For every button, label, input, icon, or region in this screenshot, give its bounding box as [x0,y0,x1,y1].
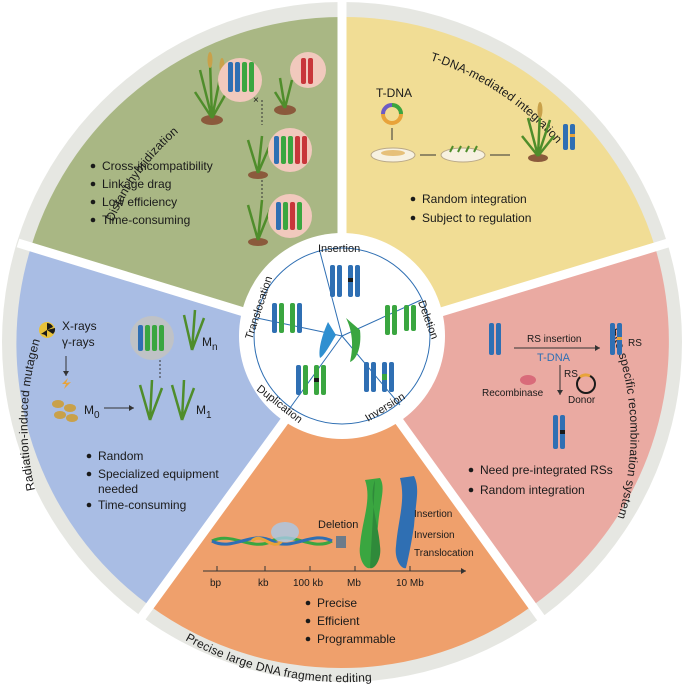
tdna-label: T-DNA [376,86,412,100]
cross-symbol: × [253,95,259,106]
distant-illustration: × [193,52,326,246]
donor-label: Donor [568,395,596,406]
radiation-bullet-2: Specialized equipment [98,467,219,481]
tdna-bullet-1: Random integration [422,192,527,206]
site-tdna-label: T-DNA [537,352,571,364]
precise-bullet-1: Precise [317,596,357,610]
deletion-label: Deletion [318,519,358,531]
site-illustration: RS insertion T-DNA RS Recombinase RS Don… [482,323,642,449]
rs2-label: RS [564,369,578,380]
rs-insertion-label: RS insertion [527,334,581,345]
site-bullets: Need pre-integrated RSs Random integrati… [468,463,613,497]
radiation-bullets: Random Specialized equipment needed Time… [86,449,219,512]
distant-bullet-4: Time-consuming [102,213,190,227]
precise-bullet-2: Efficient [317,614,360,628]
precise-bullets: Precise Efficient Programmable [305,596,396,646]
radiation-bullet-3: Time-consuming [98,498,186,512]
precise-bullet-3: Programmable [317,632,396,646]
site-bullet-2: Random integration [480,483,585,497]
m0-label: M0 [84,403,100,421]
site-bullet-1: Need pre-integrated RSs [480,463,613,477]
tdna-bullets: Random integration Subject to regulation [410,192,531,225]
radiation-bullet-1: Random [98,449,143,463]
distant-bullet-1: Cross-incompatibility [102,159,213,173]
scale-mb: Mb [347,578,361,589]
center-insertion-label: Insertion [318,243,360,255]
xrays-label: X-rays [62,319,97,333]
sector-distant-hybridization [31,16,342,343]
inversion-label: Inversion [414,530,455,541]
distant-bullet-3: Low efficiency [102,195,177,209]
radiation-bullet-2b: needed [98,482,138,496]
distant-bullet-2: Linkage drag [102,177,171,191]
grays-label: γ-rays [62,335,95,349]
scale-bp: bp [210,578,222,589]
distant-bullets: Cross-incompatibility Linkage drag Low e… [90,159,213,227]
translocation-label: Translocation [414,548,474,559]
tdna-bullet-2: Subject to regulation [422,211,531,225]
precise-illustration: Deletion Insertion Inversion Translocati… [203,476,474,589]
scale-kb: kb [258,578,269,589]
rs-label: RS [628,338,642,349]
m1-label: M1 [196,403,212,421]
recombinase-label: Recombinase [482,388,544,399]
insertion-label: Insertion [414,509,452,520]
mn-label: Mn [202,335,218,353]
scale-100kb: 100 kb [293,578,323,589]
scale-10mb: 10 Mb [396,578,424,589]
center-chromosomes [272,265,416,395]
radiation-illustration: X-rays γ-rays M0 M1 Mn [39,309,218,422]
sector-precise-editing [150,342,532,669]
tdna-illustration: T-DNA [370,86,575,163]
sector-tdna-integration [342,16,655,342]
